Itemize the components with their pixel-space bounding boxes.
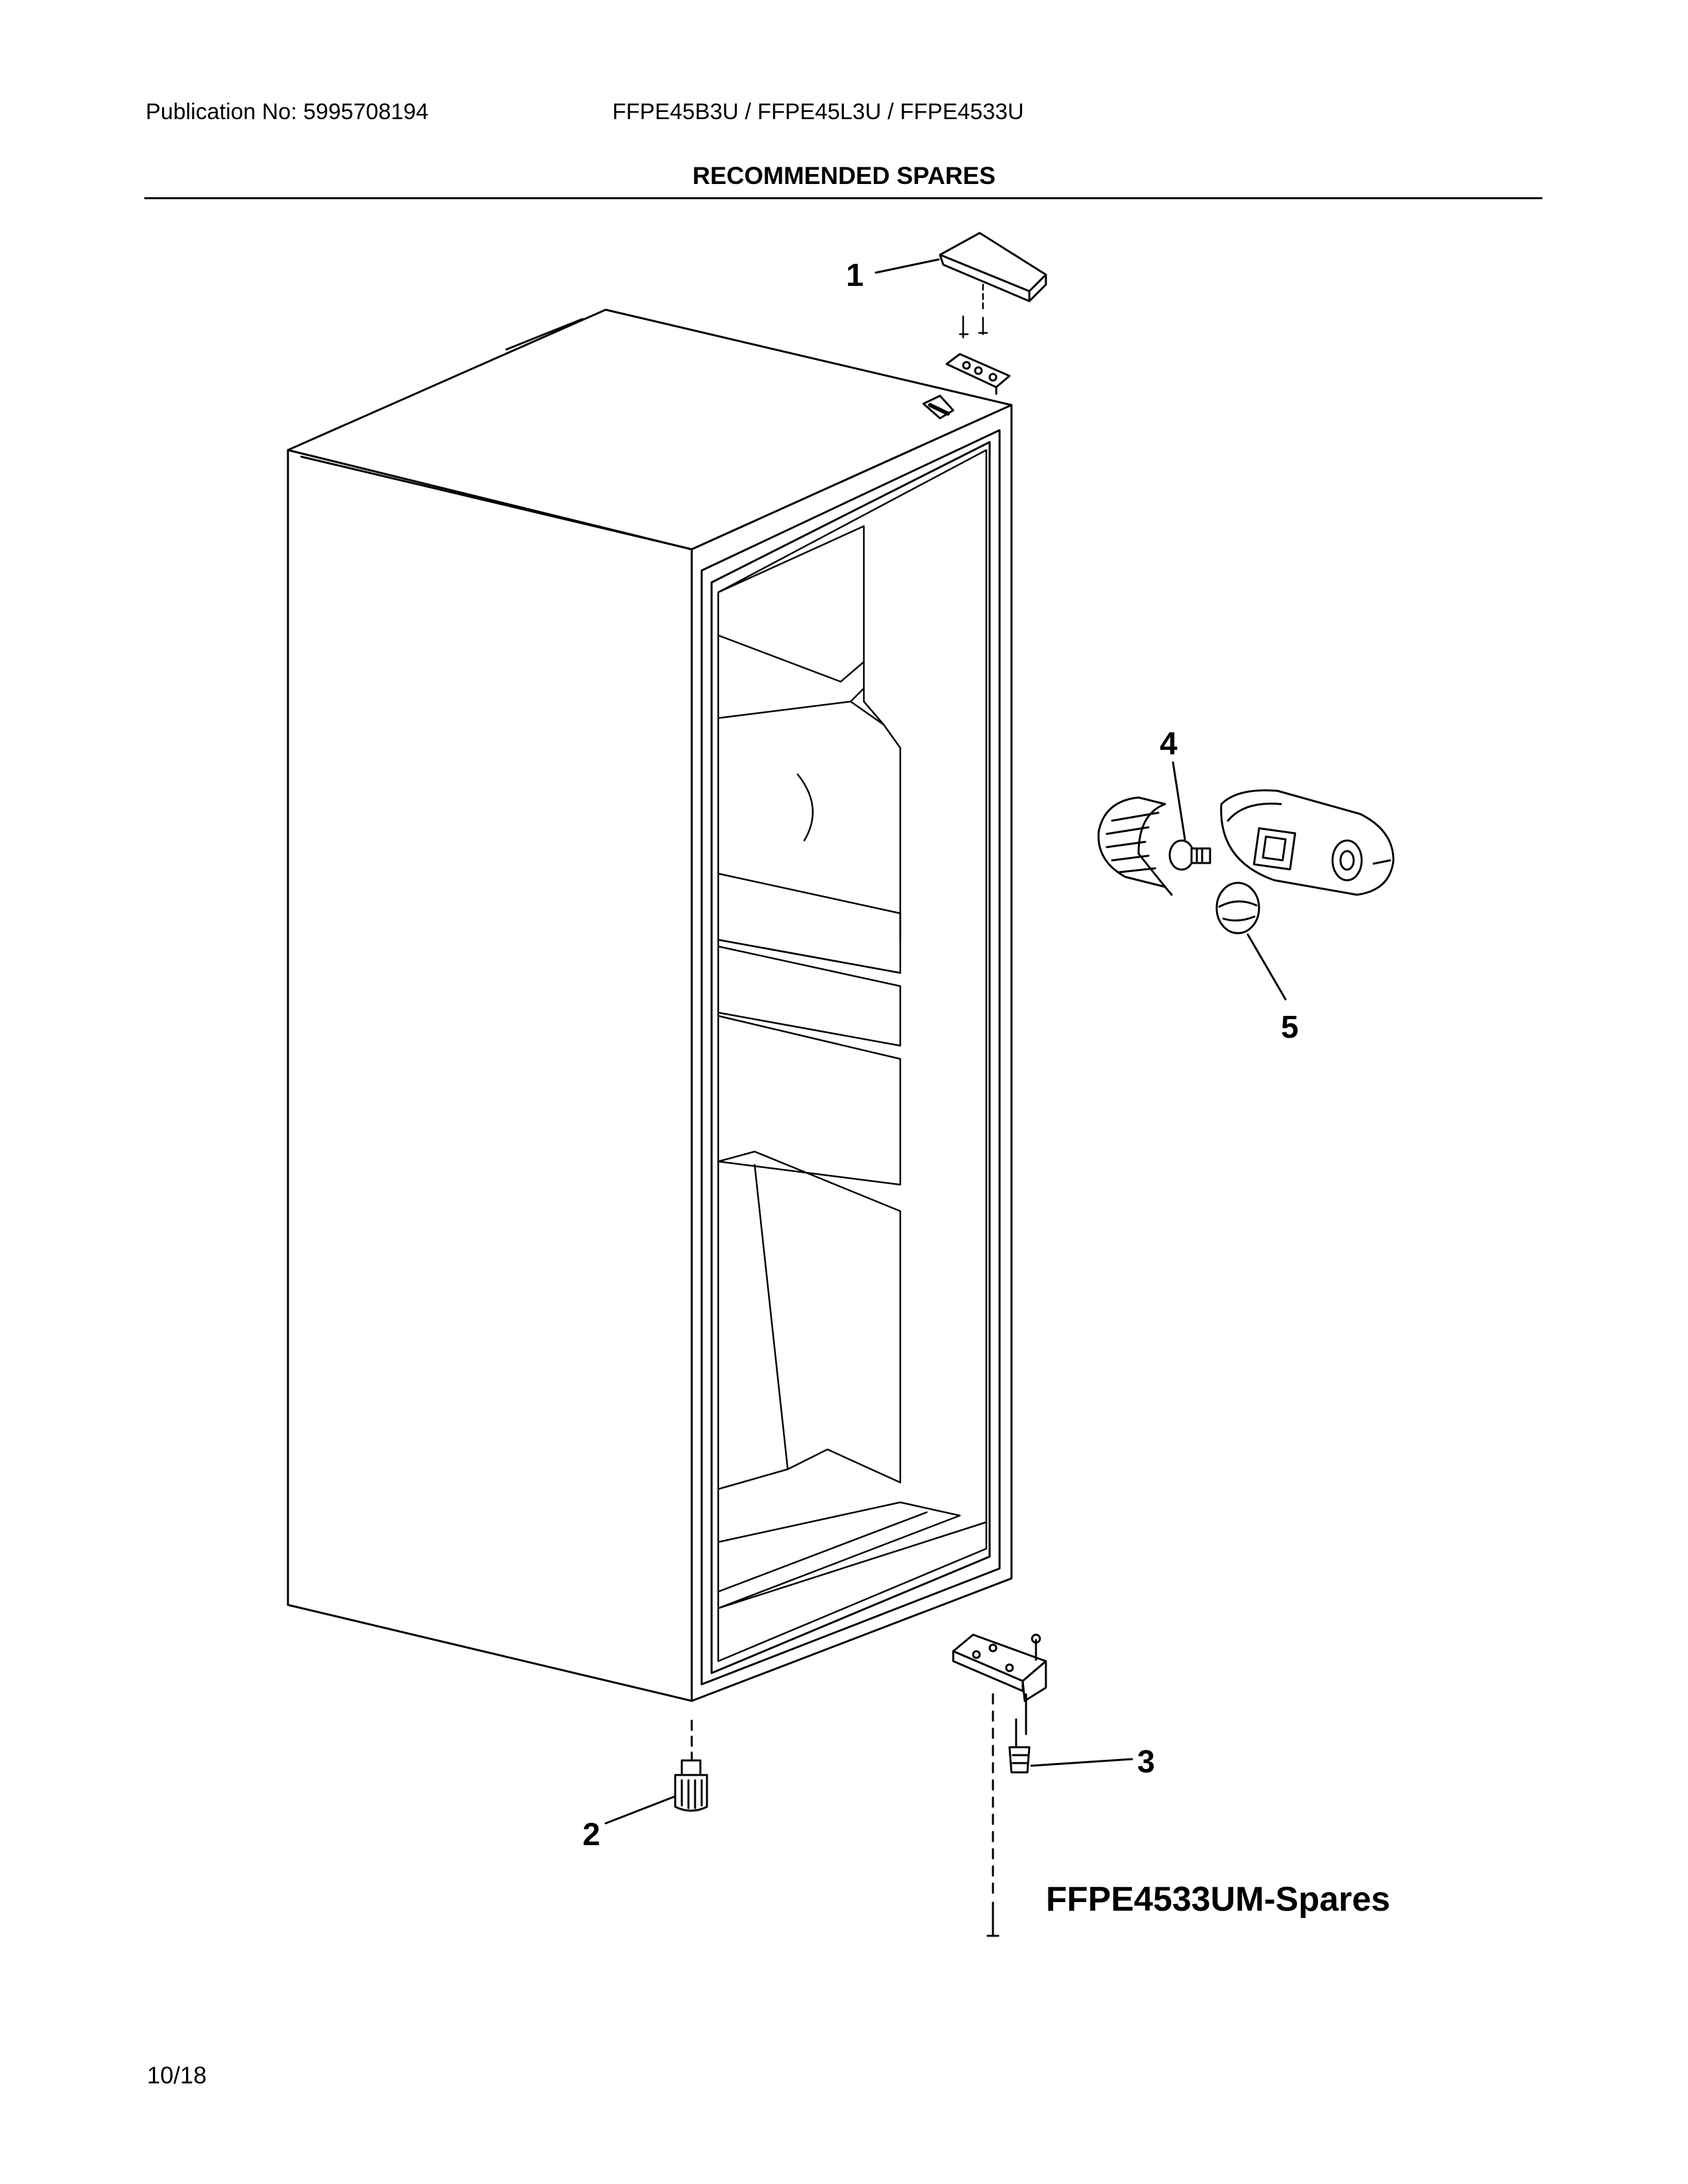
callout-line-1 bbox=[874, 258, 940, 274]
top-hinge-cover bbox=[939, 232, 1047, 302]
hinge-screw bbox=[986, 1901, 1000, 1937]
callout-3: 3 bbox=[1137, 1745, 1155, 1780]
callout-5: 5 bbox=[1281, 1010, 1299, 1045]
callout-2: 2 bbox=[583, 1817, 600, 1852]
model-numbers: FFPE45B3U / FFPE45L3U / FFPE4533U bbox=[612, 99, 1024, 124]
page-date: 10/18 bbox=[147, 2062, 207, 2089]
light-bulb bbox=[1168, 839, 1211, 871]
publication-number: Publication No: 5995708194 bbox=[146, 99, 429, 124]
leveling-leg bbox=[674, 1759, 708, 1812]
top-hinge-bracket bbox=[922, 353, 1011, 420]
refrigerator-cabinet bbox=[287, 308, 1013, 1702]
callout-line-4 bbox=[1172, 761, 1186, 841]
header-rule bbox=[144, 197, 1542, 199]
callout-line-5 bbox=[1246, 933, 1287, 1001]
callout-4: 4 bbox=[1160, 727, 1178, 762]
hinge-pin bbox=[1008, 1693, 1031, 1774]
light-shield bbox=[1098, 796, 1173, 896]
refrigerator-liner bbox=[717, 449, 988, 1662]
bottom-hinge-bracket bbox=[952, 1633, 1047, 1702]
callout-line-3 bbox=[1030, 1758, 1133, 1767]
light-housing bbox=[1220, 789, 1395, 896]
top-hinge-screws bbox=[959, 283, 988, 339]
temperature-control-knob bbox=[1215, 882, 1260, 934]
section-title: RECOMMENDED SPARES bbox=[692, 162, 996, 189]
diagram-label: FFPE4533UM-Spares bbox=[1046, 1880, 1391, 1919]
callout-1: 1 bbox=[846, 258, 864, 293]
callout-line-2 bbox=[604, 1796, 675, 1825]
